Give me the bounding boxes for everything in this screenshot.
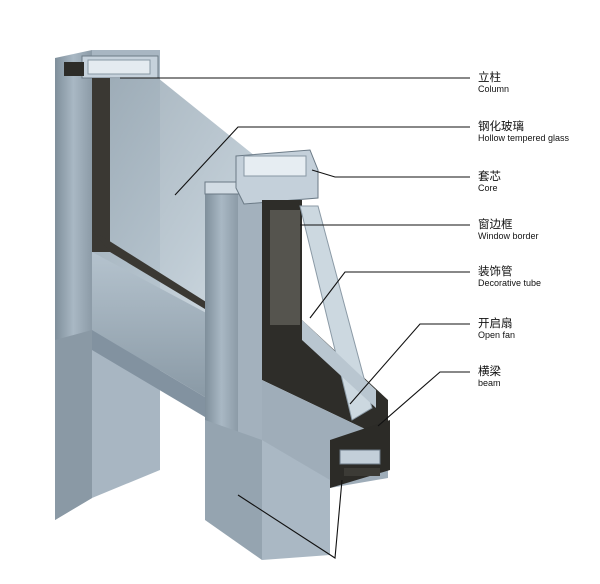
label-open-fan: 开启扇 Open fan — [478, 316, 516, 341]
back-beam — [55, 252, 210, 520]
core-tube — [235, 149, 319, 205]
lower-column — [205, 420, 330, 560]
label-beam: 横梁 beam — [478, 364, 501, 389]
label-glass-zh: 钢化玻璃 — [478, 119, 524, 133]
front-glass-panel — [299, 205, 376, 421]
label-beam-en: beam — [478, 378, 501, 389]
label-core-zh: 套芯 — [478, 169, 501, 183]
label-window-border-en: Window border — [478, 231, 539, 242]
label-window-border: 窗边框 Window border — [478, 217, 539, 242]
label-decorative-tube-en: Decorative tube — [478, 278, 542, 289]
label-glass-en: Hollow tempered glass — [478, 133, 570, 144]
label-window-border-zh: 窗边框 — [478, 217, 513, 231]
label-beam-zh: 横梁 — [478, 364, 501, 378]
label-decorative-tube: 装饰管 Decorative tube — [478, 264, 542, 289]
label-open-fan-en: Open fan — [478, 330, 516, 341]
label-decorative-tube-zh: 装饰管 — [478, 264, 513, 278]
label-column: 立柱 Column — [478, 70, 510, 95]
label-open-fan-zh: 开启扇 — [478, 316, 513, 330]
leader-lines — [120, 77, 470, 559]
label-core: 套芯 Core — [478, 169, 501, 194]
label-column-en: Column — [478, 84, 510, 95]
label-glass: 钢化玻璃 Hollow tempered glass — [478, 119, 570, 144]
label-core-en: Core — [478, 183, 498, 194]
label-column-zh: 立柱 — [478, 70, 501, 84]
